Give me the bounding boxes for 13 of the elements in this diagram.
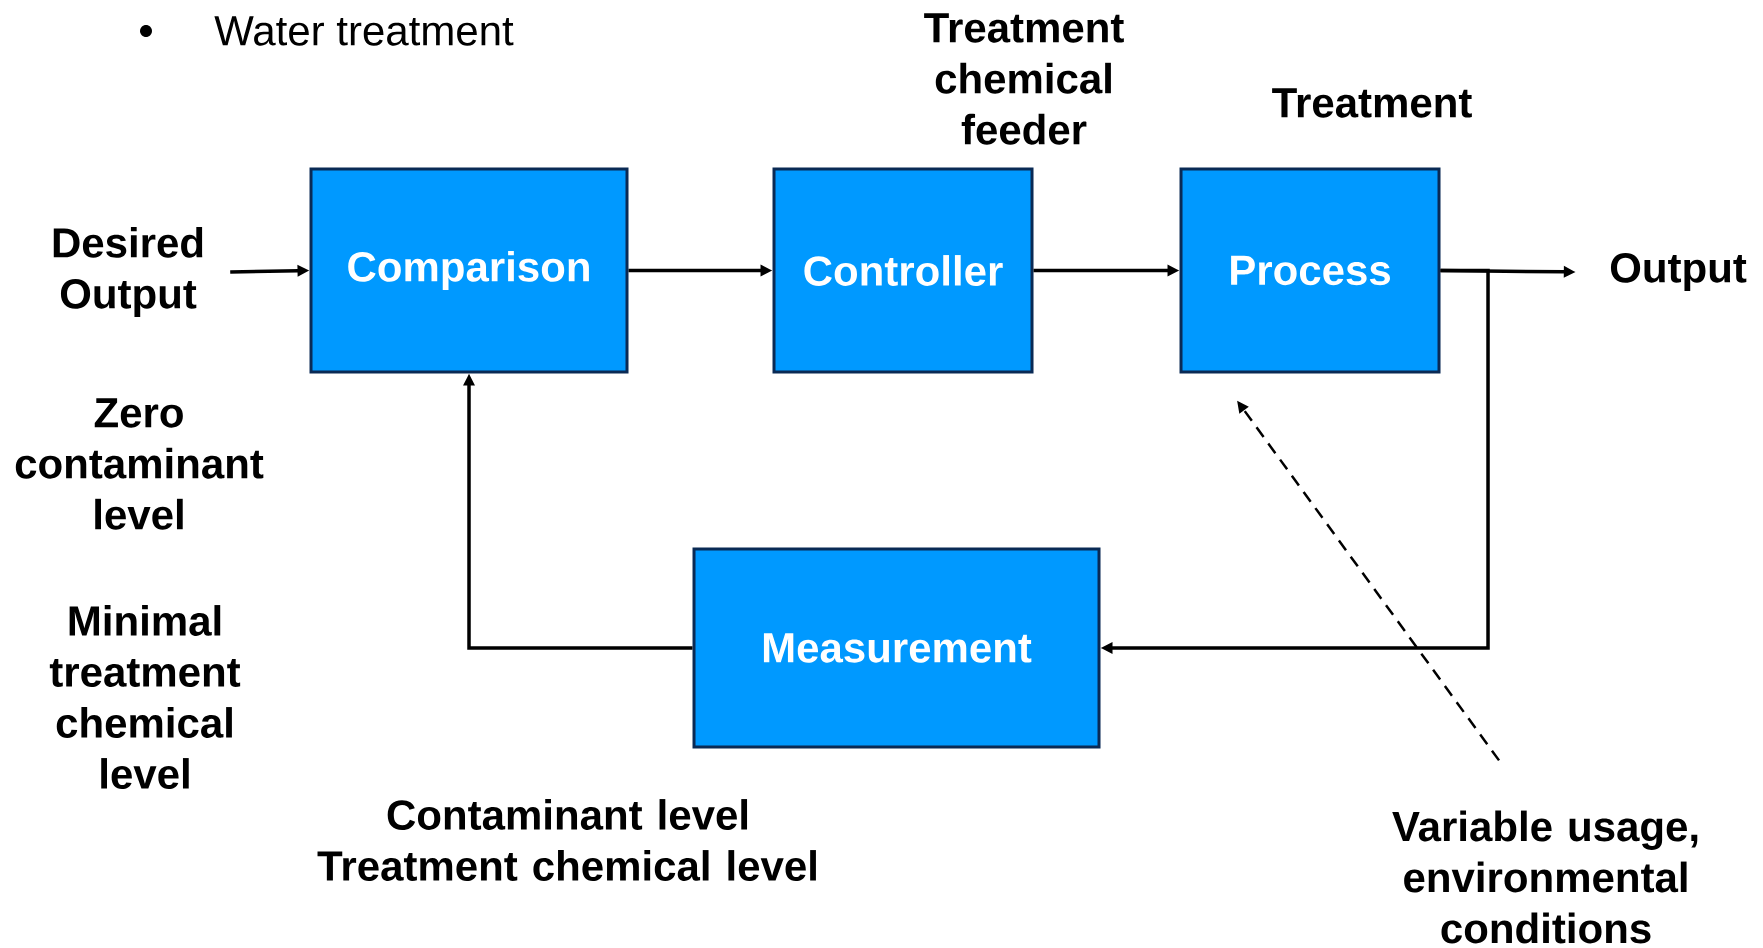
process-box: Controller <box>772 167 1034 374</box>
node-text: Variable usage, environmental conditions <box>1392 810 1698 944</box>
node-text: Desired Output <box>53 226 203 318</box>
note-text: Zero contaminant level <box>15 398 264 530</box>
node-text: Output <box>1610 252 1747 291</box>
box-caption: Treatment <box>1272 88 1472 118</box>
box-caption: Contaminant level Treatment chemical level <box>317 799 816 881</box>
box-caption: Treatment chemical feeder <box>924 13 1124 145</box>
process-box: Comparison <box>309 167 629 374</box>
process-box: Process <box>1179 167 1441 374</box>
note-text: Minimal treatment chemical level <box>49 605 241 789</box>
heading-text: Water treatment <box>214 16 514 46</box>
process-box: Measurement <box>692 547 1101 749</box>
